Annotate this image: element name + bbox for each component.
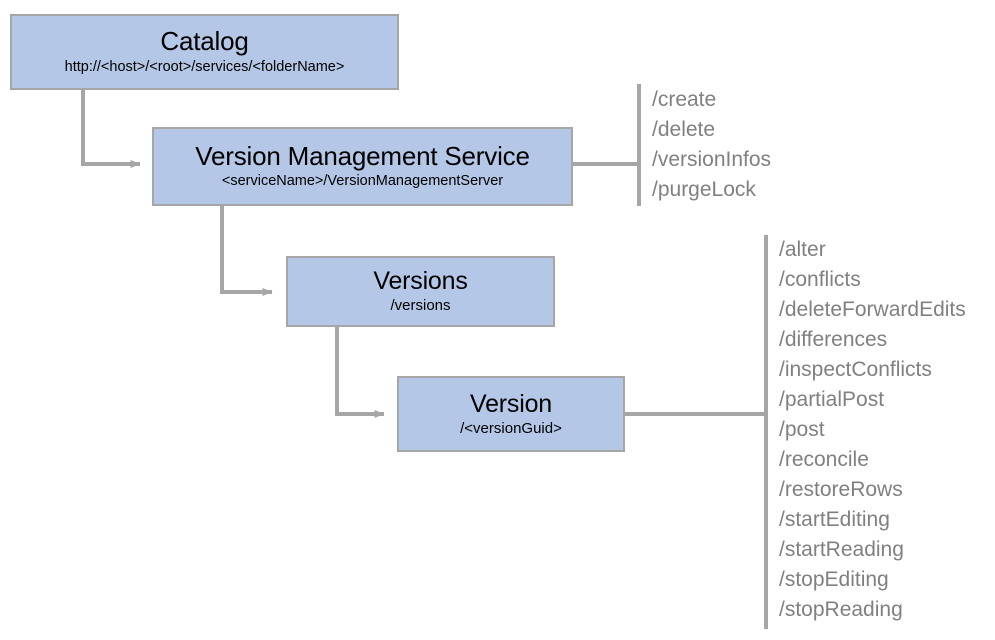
node-version-management-service-title: Version Management Service [195, 140, 530, 171]
node-version-subtitle: /<versionGuid> [460, 419, 562, 437]
node-versions[interactable]: Versions /versions [286, 256, 555, 327]
operation-item[interactable]: /partialPost [779, 388, 885, 411]
connector-service-to-versions [220, 206, 273, 296]
node-version-title: Version [470, 389, 552, 418]
node-version-management-service[interactable]: Version Management Service <serviceName>… [152, 127, 573, 206]
operation-item[interactable]: /conflicts [779, 268, 861, 291]
node-versions-subtitle: /versions [390, 297, 451, 315]
operation-item[interactable]: /create [652, 88, 717, 111]
operation-item[interactable]: /purgeLock [652, 178, 756, 201]
operation-item[interactable]: /reconcile [779, 448, 869, 471]
connector-versions-to-version [335, 327, 385, 418]
connector-catalog-to-service [81, 89, 141, 168]
operation-item[interactable]: /differences [779, 328, 888, 351]
operation-list-service: /create /delete /versionInfos /purgeLock [652, 85, 771, 205]
operation-item[interactable]: /stopReading [779, 598, 903, 621]
node-catalog-subtitle: http://<host>/<root>/services/<folderNam… [64, 58, 345, 75]
operation-item[interactable]: /restoreRows [779, 478, 903, 501]
operation-item[interactable]: /startEditing [779, 508, 890, 531]
operation-item[interactable]: /delete [652, 118, 716, 141]
operation-item[interactable]: /versionInfos [652, 148, 772, 171]
operation-item[interactable]: /inspectConflicts [779, 358, 932, 381]
node-version-management-service-subtitle: <serviceName>/VersionManagementServer [221, 173, 504, 190]
node-catalog[interactable]: Catalog http://<host>/<root>/services/<f… [10, 14, 399, 90]
operation-item[interactable]: /startReading [779, 538, 904, 561]
node-versions-title: Versions [373, 267, 468, 296]
operation-item[interactable]: /deleteForwardEdits [779, 298, 966, 321]
operation-item[interactable]: /alter [779, 238, 826, 261]
operation-item[interactable]: /post [779, 418, 825, 441]
node-catalog-title: Catalog [160, 26, 249, 57]
operation-item[interactable]: /stopEditing [779, 568, 889, 591]
operation-list-version: /alter /conflicts /deleteForwardEdits /d… [779, 235, 966, 625]
node-version[interactable]: Version /<versionGuid> [397, 376, 625, 452]
